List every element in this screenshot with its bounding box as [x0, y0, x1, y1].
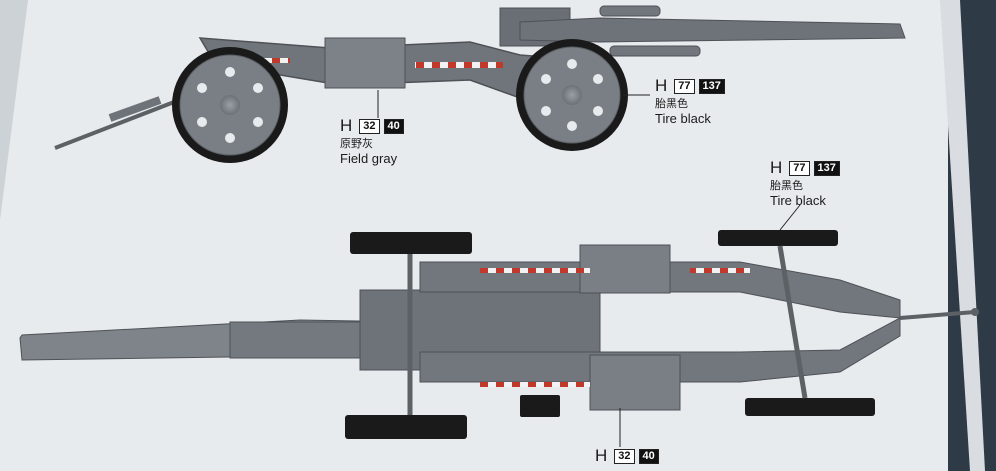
callout-top-tire-black: H 77 137 胎黑色 Tire black: [770, 158, 840, 208]
callout-side-tire-black: H 77 137 胎黑色 Tire black: [655, 76, 725, 126]
paint-name-chinese: 胎黑色: [655, 98, 688, 110]
top-tires: [345, 230, 875, 439]
paint-code: 40: [383, 118, 404, 134]
paint-code-row: H 77 137: [655, 76, 725, 95]
paint-number: 77: [789, 160, 810, 176]
paint-code-row: H 32 40: [340, 116, 404, 135]
paint-number: 32: [359, 118, 380, 134]
paint-name-chinese: 原野灰: [340, 138, 373, 150]
paint-name-english: Field gray: [340, 151, 398, 166]
paint-code: 137: [813, 160, 840, 176]
side-wheel-left: [172, 47, 288, 163]
paint-brand-letter: H: [770, 158, 783, 177]
callout-top-field-gray: H 32 40: [595, 446, 659, 465]
paint-code-row: H 32 40: [595, 446, 659, 465]
paint-code: 40: [638, 448, 659, 464]
side-view-gun: [54, 5, 906, 163]
paint-code-row: H 77 137: [770, 158, 840, 177]
paint-name-english: Tire black: [770, 193, 826, 208]
paint-number: 32: [614, 448, 635, 464]
top-view-gun: [19, 204, 979, 447]
paint-number: 77: [674, 78, 695, 94]
side-wheel-right: [516, 39, 628, 151]
paint-name-english: Tire black: [655, 111, 711, 126]
callout-side-field-gray: H 32 40 原野灰 Field gray: [340, 116, 404, 166]
paint-brand-letter: H: [340, 116, 353, 135]
paint-code: 137: [698, 78, 725, 94]
paint-brand-letter: H: [655, 76, 668, 95]
paint-name-chinese: 胎黑色: [770, 180, 803, 192]
paint-brand-letter: H: [595, 446, 608, 465]
